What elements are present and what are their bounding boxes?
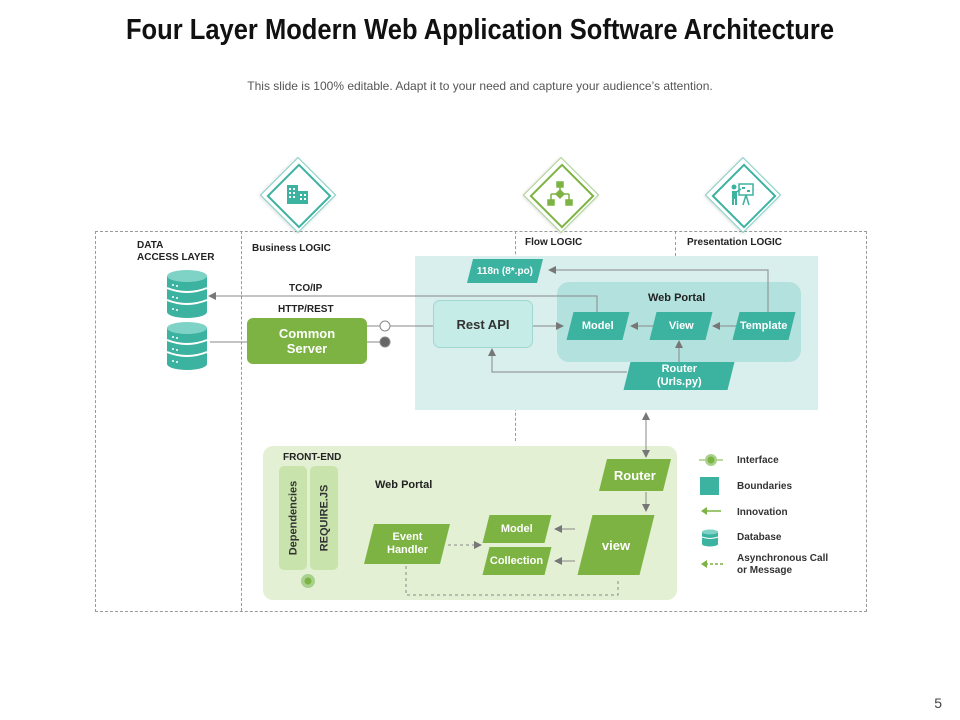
boundaries-icon xyxy=(700,477,719,495)
business-logic-label: Business LOGIC xyxy=(252,243,331,254)
frontend-title: FRONT-END xyxy=(283,452,342,463)
frontend-model-box: Model xyxy=(482,515,552,543)
template-box: Template xyxy=(732,312,796,340)
database-icon xyxy=(166,270,208,318)
architecture-frame xyxy=(95,231,867,612)
column-divider-3 xyxy=(675,231,676,256)
frontend-web-portal-label: Web Portal xyxy=(375,479,433,491)
legend-icons xyxy=(699,454,723,568)
page-number: 5 xyxy=(934,695,942,711)
presentation-logic-badge xyxy=(704,156,782,234)
business-logic-badge xyxy=(259,156,337,234)
legend-interface: Interface xyxy=(737,455,779,466)
dependencies-box: Dependencies xyxy=(279,466,307,570)
common-server-box: Common Server xyxy=(247,318,367,364)
interface-icon xyxy=(699,454,723,466)
web-portal-label: Web Portal xyxy=(648,292,706,304)
flow-logic-badge xyxy=(522,156,600,234)
legend-database: Database xyxy=(737,532,782,543)
innovation-icon xyxy=(701,507,721,515)
column-divider-1 xyxy=(241,231,242,611)
requirejs-box: REQUIRE.JS xyxy=(310,466,338,570)
http-rest-label: HTTP/REST xyxy=(278,304,334,315)
building-icon xyxy=(287,185,308,204)
flowchart-icon xyxy=(547,181,573,206)
presentation-logic-label: Presentation LOGIC xyxy=(687,237,783,248)
database-icon xyxy=(166,322,208,370)
rest-api-box: Rest API xyxy=(433,300,533,348)
presenter-icon xyxy=(731,183,754,206)
router-box: Router(Urls.py) xyxy=(623,362,735,390)
model-box: Model xyxy=(566,312,630,340)
collection-box: Collection xyxy=(482,547,552,575)
slide-title: Four Layer Modern Web Application Softwa… xyxy=(125,14,835,46)
data-access-layer-label: DATA ACCESS LAYER xyxy=(137,240,215,263)
slide-subtitle: This slide is 100% editable. Adapt it to… xyxy=(247,79,713,93)
legend-boundaries: Boundaries xyxy=(737,481,793,492)
i18n-box: 118n (8*.po) xyxy=(467,259,543,283)
frontend-router-box: Router xyxy=(599,459,671,491)
legend-async: Asynchronous Call or Message xyxy=(737,553,829,576)
legend-innovation: Innovation xyxy=(737,507,788,518)
view-box: View xyxy=(649,312,713,340)
tcp-ip-label: TCO/IP xyxy=(289,283,323,294)
flow-logic-label: Flow LOGIC xyxy=(525,237,583,248)
database-legend-icon xyxy=(701,529,719,547)
async-message-icon xyxy=(701,560,723,568)
